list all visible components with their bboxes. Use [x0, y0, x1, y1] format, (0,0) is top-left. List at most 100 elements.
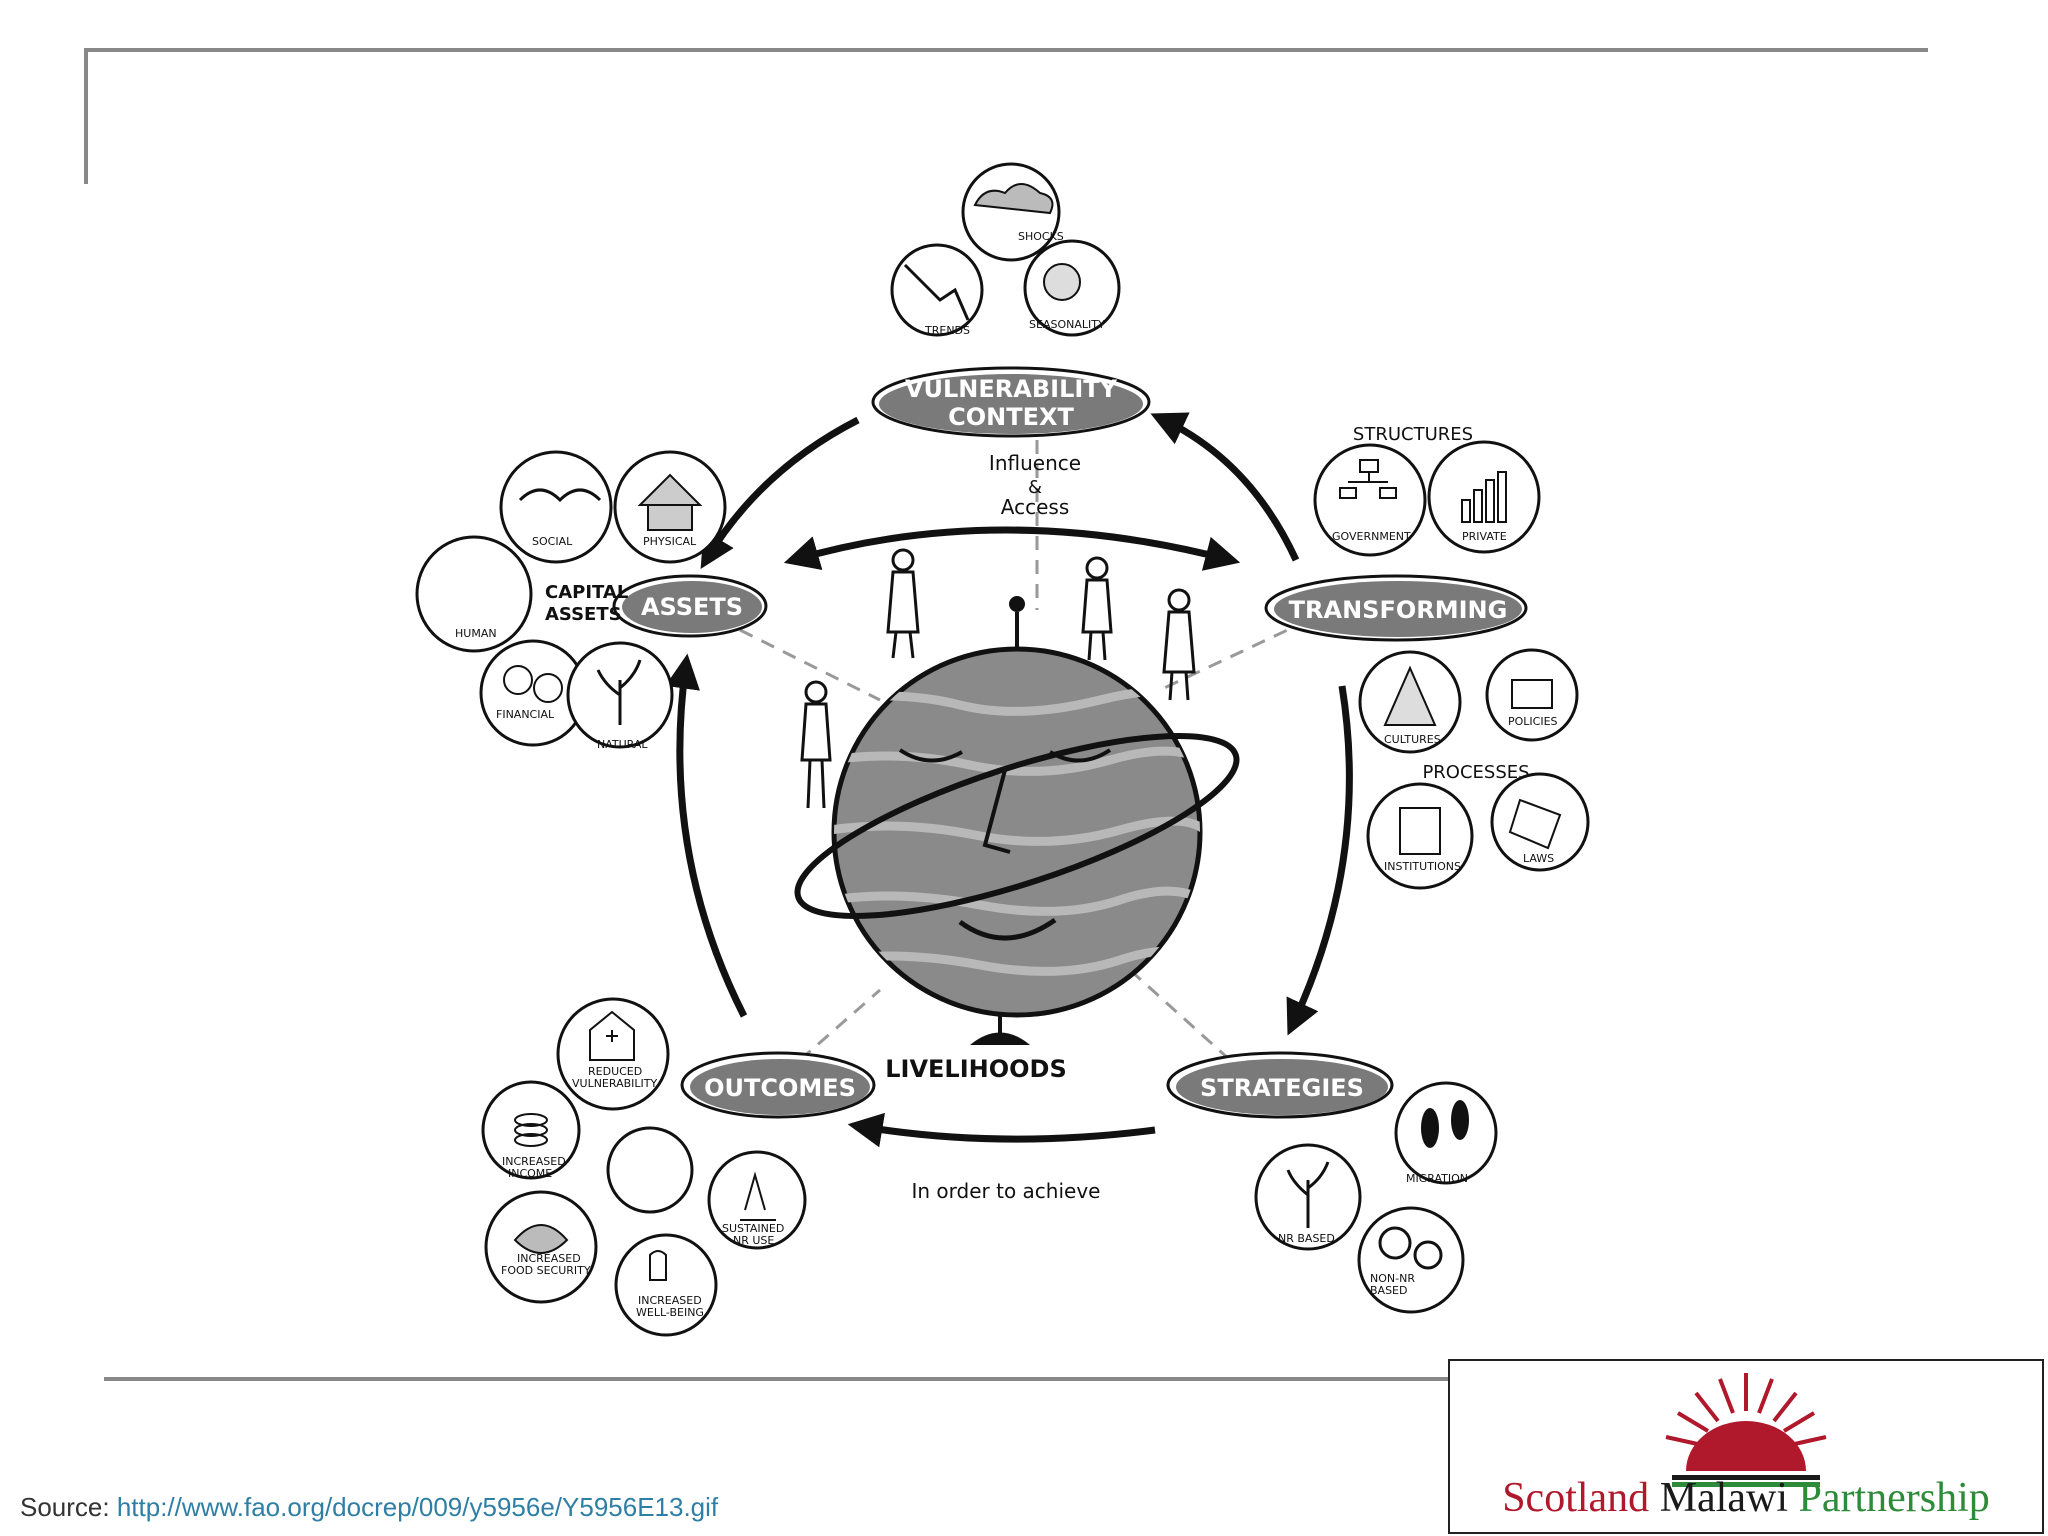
strategies-node: STRATEGIES — [1166, 1051, 1394, 1119]
assets-label: ASSETS — [641, 593, 743, 621]
migration-icon — [1394, 1081, 1498, 1185]
footprints-icon — [1421, 1100, 1469, 1148]
government-label: GOVERNMENT — [1332, 530, 1411, 543]
human-icon — [415, 535, 533, 653]
processes-title: PROCESSES — [1422, 762, 1529, 783]
sustained-nr-icon — [707, 1150, 807, 1250]
coin-stack-icon — [514, 1113, 548, 1147]
org-chart-icon — [1339, 459, 1397, 499]
arrow-transforming-to-vulnerability — [1150, 412, 1300, 562]
person-figure — [1162, 588, 1196, 701]
access-label: Access — [1001, 495, 1069, 519]
income-label-2: INCOME — [508, 1167, 552, 1180]
influence-label: Influence — [989, 451, 1081, 475]
financial-label: FINANCIAL — [496, 708, 555, 721]
processes-icons — [1358, 648, 1590, 890]
income-label-1: INCREASED — [502, 1155, 566, 1168]
logo-green-stripe — [1672, 1482, 1820, 1487]
person-figure — [800, 680, 832, 809]
globe — [794, 596, 1240, 1045]
slide-top-rule — [84, 48, 1928, 52]
tree-icon — [1286, 1161, 1330, 1228]
sun-icon — [1043, 263, 1081, 301]
hut-icon — [637, 473, 703, 531]
shocks-label: SHOCKS — [1018, 230, 1064, 243]
strategies-icons — [1254, 1081, 1498, 1314]
cloud-icon — [973, 183, 1054, 215]
policies-label: POLICIES — [1508, 715, 1558, 728]
vulnerability-context-node: VULNERABILITY CONTEXT — [871, 366, 1151, 438]
slide-bottom-rule — [104, 1377, 1449, 1381]
logo-word-partnership: Partnership — [1798, 1475, 1990, 1521]
institutions-label: INSTITUTIONS — [1384, 860, 1461, 873]
food-label-1: INCREASED — [517, 1252, 581, 1265]
social-label: SOCIAL — [532, 535, 573, 548]
handshake-icon — [518, 488, 602, 503]
money-icon — [503, 665, 563, 703]
structures-icons — [1313, 440, 1541, 557]
private-label: PRIVATE — [1462, 530, 1507, 543]
transforming-label: TRANSFORMING — [1289, 596, 1508, 624]
slide-left-rule — [84, 48, 88, 184]
reduced-label-1: REDUCED — [588, 1065, 642, 1078]
logo-wordmark: Scotland Malawi Partnership — [1450, 1474, 2042, 1522]
nr-based-label: NR BASED — [1278, 1232, 1335, 1245]
logo-word-malawi: Malawi — [1659, 1475, 1788, 1521]
wellbeing-head-icon — [606, 1126, 694, 1214]
structures-title: STRUCTURES — [1353, 424, 1473, 445]
rising-sun-emblem — [1665, 1373, 1827, 1487]
arrow-influence-access — [783, 526, 1241, 571]
arrow-transforming-to-strategies — [1286, 685, 1353, 1036]
scotland-malawi-logo: Scotland Malawi Partnership — [1448, 1359, 2044, 1534]
seasonality-label: SEASONALITY — [1029, 318, 1105, 331]
strategies-label: STRATEGIES — [1200, 1074, 1364, 1102]
assets-sub-label: ASSETS — [545, 604, 622, 625]
outcomes-icons — [481, 997, 807, 1337]
non-nr-based-label: BASED — [1370, 1284, 1407, 1297]
trends-icon — [890, 243, 984, 337]
wellbeing-label-2: WELL-BEING — [636, 1306, 704, 1319]
source-caption: Source: http://www.fao.org/docrep/009/y5… — [20, 1492, 718, 1523]
wellbeing-label-1: INCREASED — [638, 1294, 702, 1307]
government-icon — [1313, 443, 1427, 557]
capital-label: CAPITAL — [545, 582, 628, 603]
vulnerability-label-line2: CONTEXT — [948, 403, 1074, 431]
natural-label: NATURAL — [597, 738, 648, 751]
non-nr-icon — [1357, 1206, 1465, 1314]
document-icon — [1511, 679, 1553, 709]
table-icon — [1399, 807, 1441, 855]
reduced-vulnerability-icon — [556, 997, 670, 1111]
vulnerability-icons — [890, 162, 1121, 337]
increased-income-icon — [481, 1080, 581, 1180]
vulnerability-label-line1: VULNERABILITY — [905, 375, 1118, 403]
institutions-icon — [1366, 782, 1474, 890]
people-figures — [800, 548, 1196, 809]
logo-word-scotland: Scotland — [1502, 1475, 1650, 1521]
human-label: HUMAN — [455, 627, 497, 640]
thumbs-up-icon — [649, 1250, 667, 1281]
cultures-label: CULTURES — [1384, 733, 1441, 746]
reduced-label-2: VULNERABILITY — [572, 1077, 657, 1090]
health-house-icon — [589, 1010, 635, 1061]
migration-label: MIGRATION — [1406, 1172, 1468, 1185]
sapling-icon — [740, 1171, 776, 1221]
nr-label-1: SUSTAINED — [722, 1222, 784, 1235]
in-order-to-achieve-label: In order to achieve — [912, 1179, 1101, 1203]
source-link[interactable]: http://www.fao.org/docrep/009/y5956e/Y59… — [116, 1492, 719, 1522]
person-figure — [1081, 556, 1113, 661]
food-basket-icon — [513, 1224, 569, 1254]
bar-chart-icon — [1461, 471, 1507, 523]
sun-semicircle — [1686, 1421, 1806, 1471]
social-icon — [499, 450, 613, 564]
arrow-strategies-to-outcomes — [847, 1112, 1156, 1148]
cycle-arrows — [665, 412, 1353, 1148]
ampersand-label: & — [1028, 477, 1042, 498]
plant-icon — [596, 659, 642, 725]
arrow-outcomes-to-assets — [665, 653, 748, 1018]
laws-label: LAWS — [1523, 852, 1554, 865]
person-figure — [886, 548, 920, 659]
trend-line-icon — [903, 263, 970, 321]
outcomes-label: OUTCOMES — [704, 1074, 856, 1102]
nr-label-2: NR USE — [733, 1234, 774, 1247]
sun-rays — [1665, 1373, 1827, 1447]
